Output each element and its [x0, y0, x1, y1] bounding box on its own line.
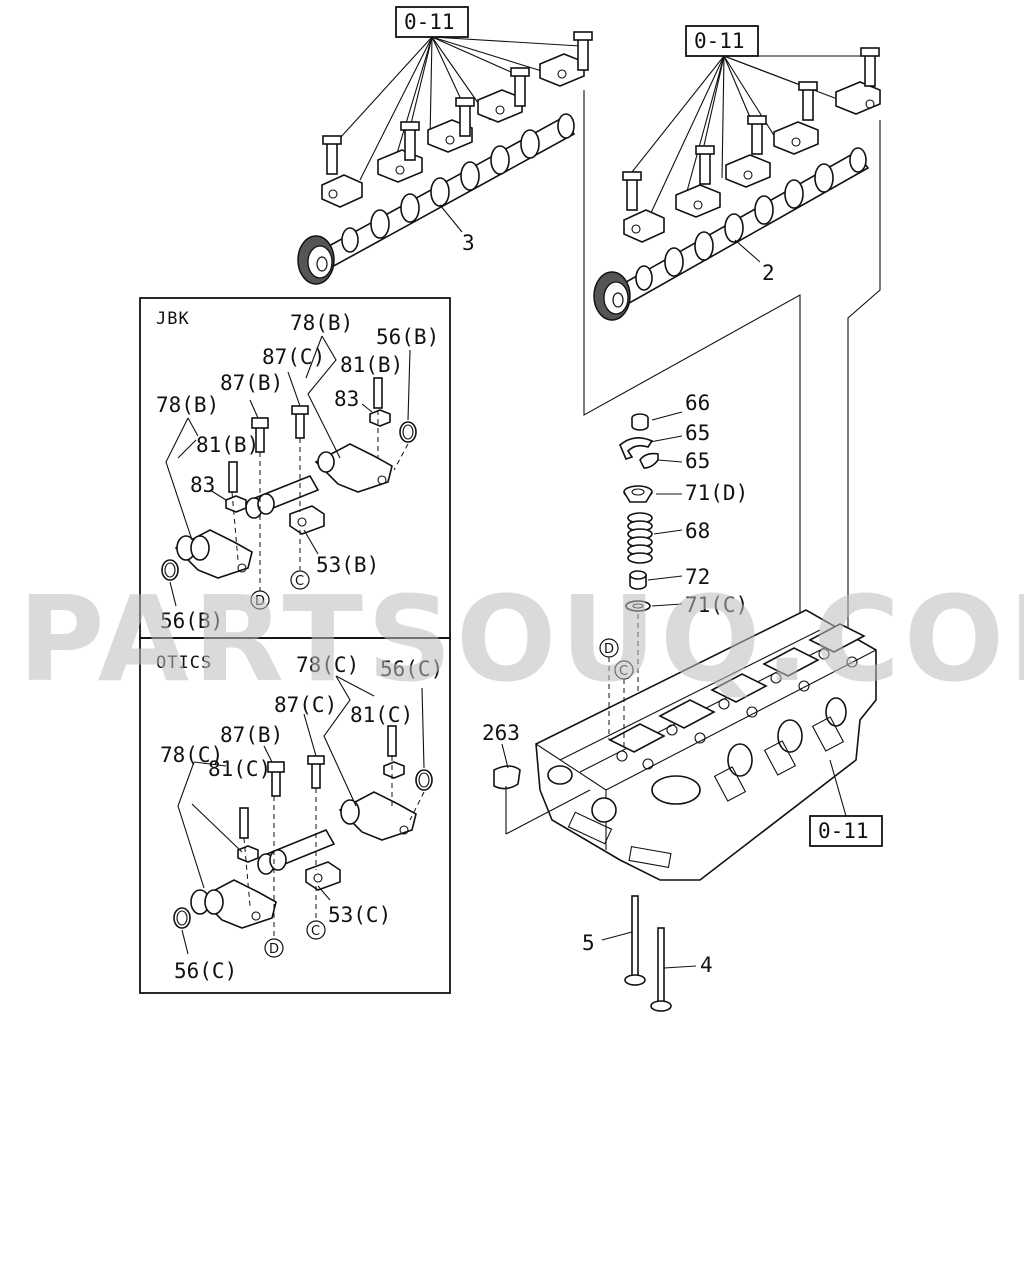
- retainer-71d: 71(D): [623, 481, 748, 505]
- svg-text:C: C: [311, 924, 320, 939]
- label-87c-otics: 87(C): [274, 693, 337, 717]
- seat-71c: 71(C): [625, 593, 748, 617]
- panel-jbk-title: JBK: [156, 309, 190, 329]
- ref-box-top-right[interactable]: 0-11: [685, 25, 759, 57]
- svg-text:D: D: [255, 594, 265, 609]
- svg-text:C: C: [619, 664, 628, 679]
- label-83-top: 83: [334, 387, 359, 411]
- label-4: 4: [700, 953, 713, 977]
- label-65b: 65: [685, 449, 710, 473]
- label-53b: 53(B): [316, 553, 379, 577]
- label-81c-mid: 81(C): [208, 757, 271, 781]
- marker-d-jbk: D: [250, 590, 270, 610]
- label-81b-mid: 81(B): [196, 433, 259, 457]
- svg-text:0-11: 0-11: [404, 10, 455, 34]
- label-81c-top: 81(C): [350, 703, 413, 727]
- camshaft-right: [593, 147, 870, 321]
- woodruff-key-263[interactable]: 263: [482, 721, 591, 835]
- ref-box-top-left[interactable]: 0-11: [395, 6, 469, 38]
- label-68: 68: [685, 519, 710, 543]
- camshaft-intake-assembly[interactable]: 2: [593, 47, 881, 321]
- camshaft-left: [297, 113, 576, 285]
- label-263: 263: [482, 721, 520, 745]
- marker-d-head: D: [599, 638, 619, 740]
- label-56b-bottom: 56(B): [160, 609, 223, 633]
- label-72: 72: [685, 565, 710, 589]
- ref-leaders-right: [631, 55, 870, 216]
- marker-c-otics: C: [306, 920, 326, 940]
- marker-c-head: C: [614, 660, 634, 750]
- watermark-text: PARTSOUQ.COM: [18, 570, 1024, 708]
- bearing-caps-right: [622, 47, 881, 243]
- label-87c-jbk: 87(C): [262, 345, 325, 369]
- routing-lines: [583, 90, 881, 660]
- shim-66: 66: [631, 391, 710, 431]
- svg-text:D: D: [604, 642, 614, 657]
- svg-text:C: C: [295, 574, 304, 589]
- label-78c-mid: 78(C): [160, 743, 223, 767]
- marker-d-otics: D: [264, 938, 284, 958]
- label-56c-bottom: 56(C): [174, 959, 237, 983]
- label-87b-jbk: 87(B): [220, 371, 283, 395]
- marker-c-jbk: C: [290, 570, 310, 590]
- ref-leaders-left: [339, 36, 581, 181]
- svg-text:0-11: 0-11: [694, 29, 745, 53]
- bearing-caps-left: [321, 31, 593, 208]
- label-2: 2: [762, 261, 775, 285]
- label-83-mid: 83: [190, 473, 215, 497]
- label-71c: 71(C): [685, 593, 748, 617]
- label-78b-mid: 78(B): [156, 393, 219, 417]
- label-53c: 53(C): [328, 903, 391, 927]
- label-71d: 71(D): [685, 481, 748, 505]
- label-81b-top: 81(B): [340, 353, 403, 377]
- label-5: 5: [582, 931, 595, 955]
- label-87b-otics: 87(B): [220, 723, 283, 747]
- svg-text:D: D: [269, 942, 279, 957]
- panel-otics-title: OTICS: [156, 653, 212, 673]
- label-78c-top: 78(C): [296, 653, 359, 677]
- label-56c-top: 56(C): [380, 657, 443, 681]
- label-66: 66: [685, 391, 710, 415]
- stem-seal-72: 72: [629, 565, 710, 590]
- ref-box-head[interactable]: 0-11: [809, 815, 883, 847]
- panel-otics: OTICS: [139, 637, 451, 994]
- keeper-65a: 65: [619, 421, 710, 460]
- svg-text:0-11: 0-11: [818, 819, 869, 843]
- label-3: 3: [462, 231, 475, 255]
- valve-spring-68: 68: [627, 512, 710, 564]
- cylinder-head[interactable]: [535, 609, 877, 881]
- camshaft-exhaust-assembly[interactable]: 3: [297, 31, 593, 285]
- panel-jbk: JBK: [139, 297, 451, 639]
- valve-5[interactable]: 5: [582, 895, 646, 986]
- keeper-65b: 65: [639, 449, 710, 473]
- label-78b-top: 78(B): [290, 311, 353, 335]
- valve-4[interactable]: 4: [650, 927, 713, 1012]
- label-65a: 65: [685, 421, 710, 445]
- valve-stack[interactable]: 66 65 65 71(D) 68: [619, 391, 748, 700]
- label-56b-top: 56(B): [376, 325, 439, 349]
